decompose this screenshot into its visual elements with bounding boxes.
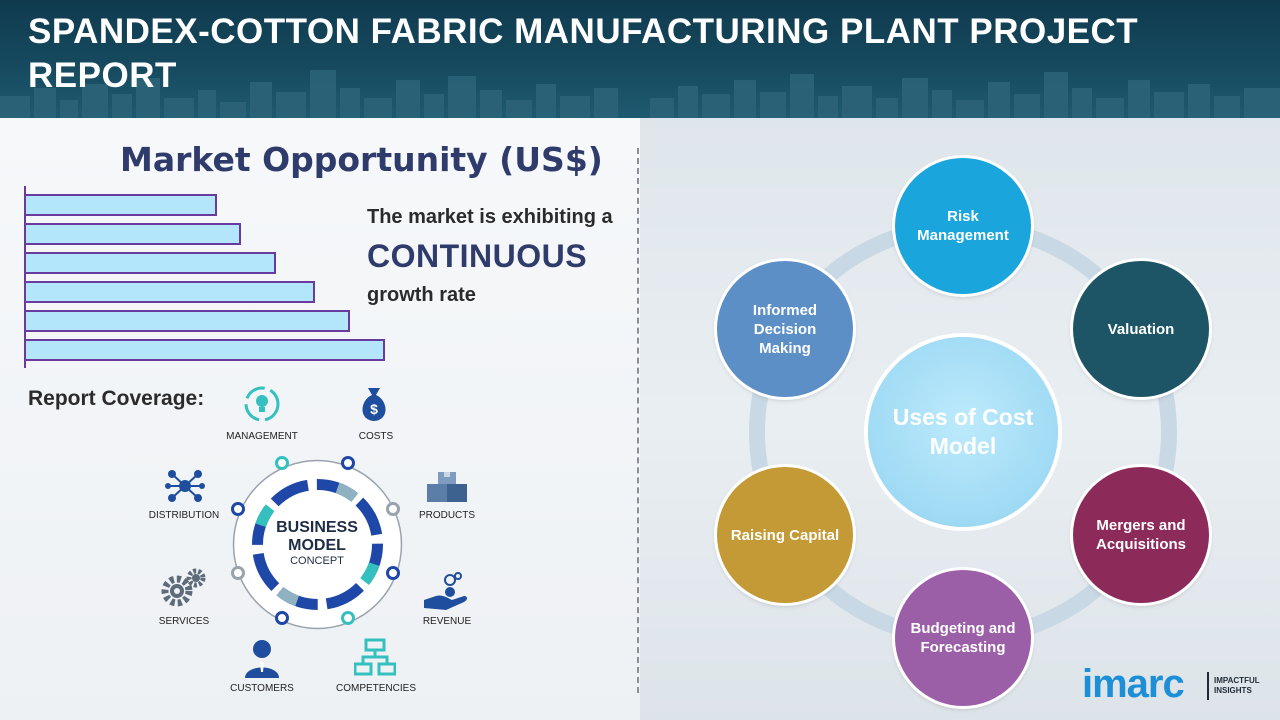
gears-icon — [161, 568, 206, 607]
network-icon — [165, 470, 205, 502]
page-title: SPANDEX-COTTON FABRIC MANUFACTURING PLAN… — [28, 12, 1139, 95]
market-bar — [26, 252, 276, 274]
market-bar — [26, 310, 350, 332]
money-bag-icon: $ — [362, 388, 386, 421]
wheel-node — [275, 611, 289, 625]
coverage-label-distribution: DISTRIBUTION — [148, 510, 220, 521]
wheel-node — [231, 566, 245, 580]
market-growth-line3: growth rate — [367, 284, 476, 306]
market-bar — [26, 223, 241, 245]
hierarchy-icon — [354, 638, 396, 676]
boxes-icon — [427, 472, 467, 502]
market-growth-highlight: CONTINUOUS — [367, 238, 588, 274]
cost-model-item: Mergers and Acquisitions — [1073, 467, 1209, 603]
report-coverage-label: Report Coverage: — [28, 387, 205, 410]
cost-model-item: Budgeting and Forecasting — [895, 570, 1031, 706]
cost-model-item: Raising Capital — [717, 467, 853, 603]
coverage-label-costs: COSTS — [358, 431, 394, 442]
business-model-title: BUSINESS MODEL — [276, 519, 358, 554]
wheel-node — [231, 502, 245, 516]
imarc-logo: imarc IMPACTFUL INSIGHTS — [1082, 662, 1259, 706]
market-bar — [26, 194, 217, 216]
lightbulb-cycle-icon — [244, 386, 280, 422]
cost-model-item: Risk Management — [895, 158, 1031, 294]
logo-tagline: IMPACTFUL INSIGHTS — [1214, 676, 1260, 695]
coverage-label-management: MANAGEMENT — [226, 431, 298, 442]
uses-of-cost-model-center: Uses of Cost Model — [868, 337, 1058, 527]
wheel-node — [341, 456, 355, 470]
market-bar — [26, 339, 385, 361]
coverage-label-services: SERVICES — [158, 616, 210, 627]
cost-model-item: Valuation — [1073, 261, 1209, 397]
wheel-node — [275, 456, 289, 470]
header-banner: SPANDEX-COTTON FABRIC MANUFACTURING PLAN… — [0, 0, 1280, 118]
coverage-label-products: PRODUCTS — [418, 510, 476, 521]
market-growth-line1: The market is exhibiting a — [367, 206, 613, 228]
customer-icon — [245, 640, 279, 678]
svg-text:$: $ — [370, 401, 378, 417]
logo-separator — [1207, 672, 1209, 700]
bar-axis-line — [24, 186, 26, 368]
business-model-subtitle: CONCEPT — [290, 555, 344, 567]
market-bar — [26, 281, 315, 303]
coverage-label-customers: CUSTOMERS — [230, 683, 294, 694]
coverage-label-competencies: COMPETENCIES — [335, 683, 416, 694]
wheel-node — [386, 502, 400, 516]
hand-coins-icon — [424, 572, 467, 610]
business-model-wheel — [232, 459, 403, 630]
market-opportunity-title: Market Opportunity (US$) — [120, 140, 603, 179]
wheel-node — [341, 611, 355, 625]
city-skyline-decoration — [0, 70, 1280, 118]
coverage-label-revenue: REVENUE — [422, 616, 472, 627]
cost-model-item: Informed Decision Making — [717, 261, 853, 397]
panel-divider — [637, 148, 639, 693]
wheel-node — [386, 566, 400, 580]
logo-mark: imarc — [1082, 662, 1185, 706]
